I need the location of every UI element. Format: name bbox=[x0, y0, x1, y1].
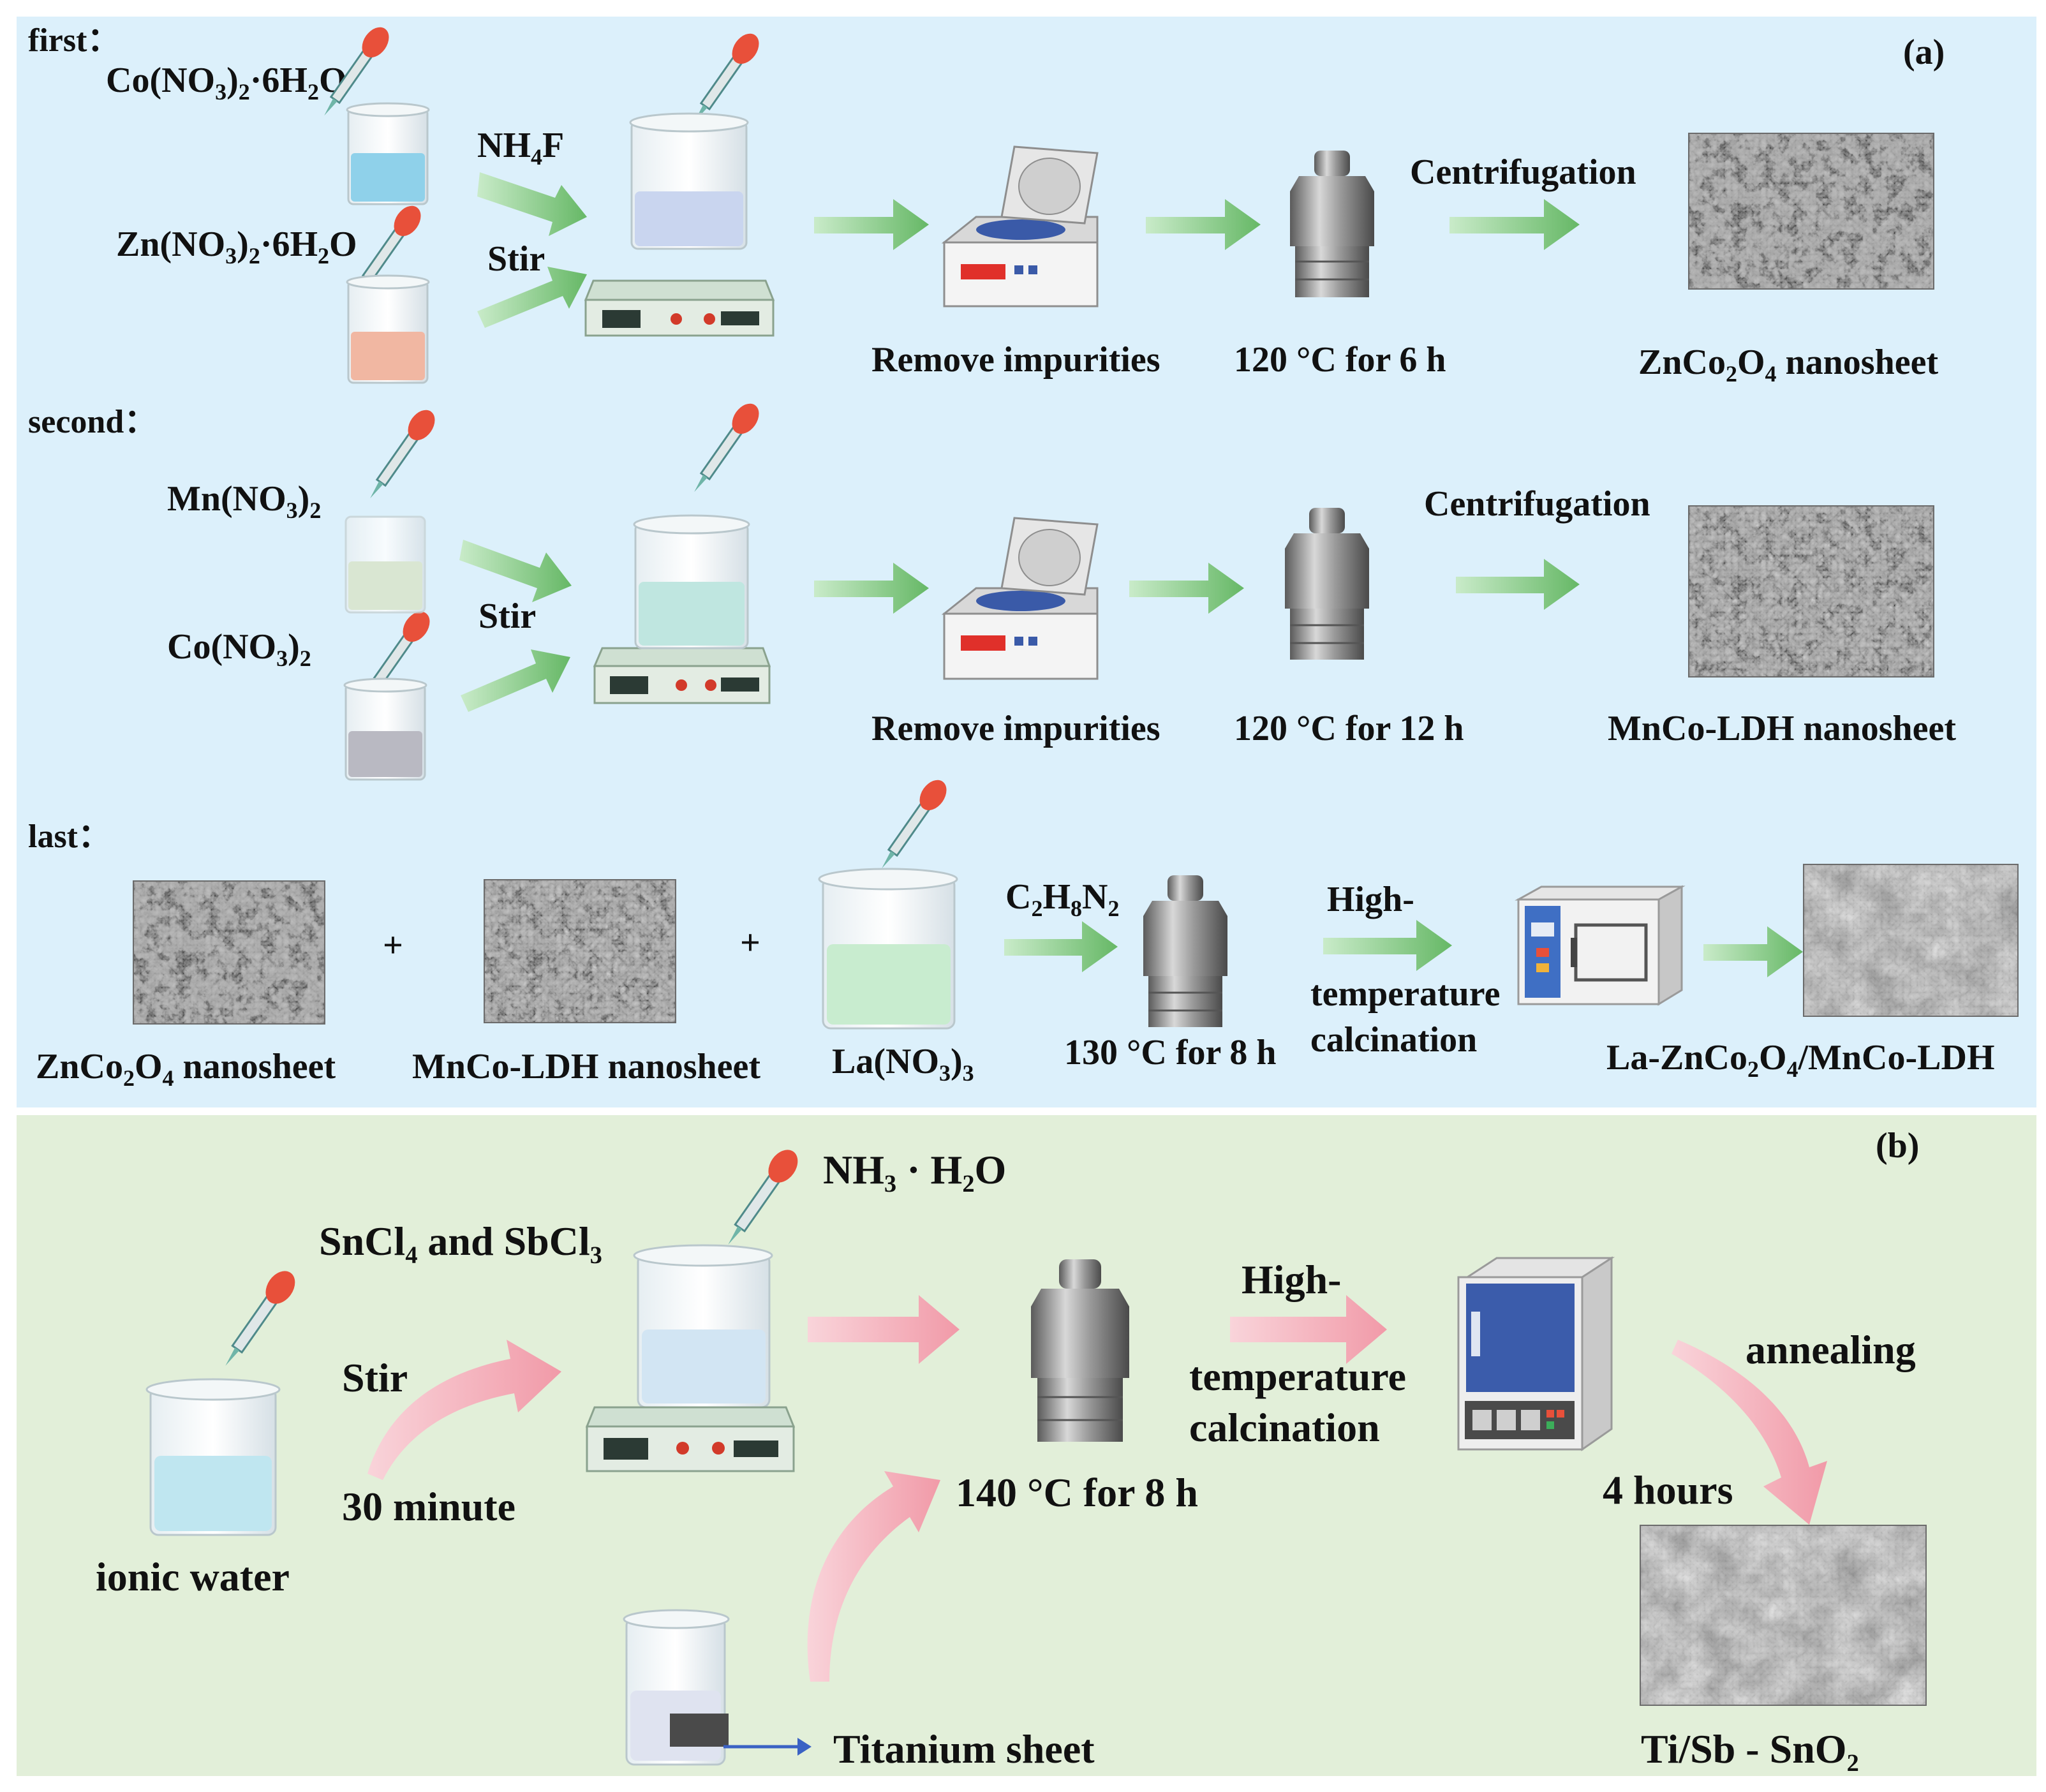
autoclave-icon bbox=[1031, 1259, 1129, 1442]
arrow-icon bbox=[459, 540, 572, 602]
additive-label: NH₃ · H₂O bbox=[823, 1147, 1007, 1192]
second-centrifuge-label: Remove impurities bbox=[871, 709, 1160, 748]
second-autoclave-label: 120 °C for 12 h bbox=[1234, 709, 1464, 748]
arrow-icon bbox=[1456, 559, 1580, 610]
stirrer-icon bbox=[593, 647, 771, 704]
arrow-icon bbox=[477, 267, 587, 328]
arrow-icon bbox=[1004, 921, 1118, 972]
calc-line3: calcination bbox=[1189, 1405, 1380, 1450]
last-autoclave-label: 130 °C for 8 h bbox=[1064, 1033, 1277, 1072]
last-calc-line2: temperature bbox=[1310, 974, 1501, 1014]
sem-micrograph-znco2o4-last bbox=[133, 880, 325, 1025]
last-input3-label: La(NO3)3 bbox=[832, 1042, 974, 1086]
calc-line1: High- bbox=[1242, 1257, 1342, 1302]
curved-arrow-icon bbox=[1672, 1340, 1827, 1525]
beaker-icon bbox=[145, 1378, 281, 1536]
stirrer-icon bbox=[585, 1406, 796, 1472]
second-reagent2-label: Co(NO3)2 bbox=[167, 627, 311, 672]
sem-micrograph-la-composite bbox=[1803, 864, 2019, 1017]
beaker-icon bbox=[629, 112, 749, 250]
second-reagent1-label: Mn(NO3)2 bbox=[167, 479, 322, 524]
start-label: ionic water bbox=[96, 1554, 290, 1599]
arrow-icon bbox=[461, 649, 570, 712]
first-reagent2-label: Zn(NO3)2·6H2O bbox=[116, 225, 357, 269]
beaker-icon bbox=[346, 274, 430, 384]
dropper-icon bbox=[324, 27, 389, 116]
autoclave-icon bbox=[1290, 151, 1374, 297]
beaker-icon bbox=[346, 102, 430, 205]
first-centrifuge-label: Remove impurities bbox=[871, 340, 1160, 380]
second-product-label: MnCo-LDH nanosheet bbox=[1608, 709, 1957, 748]
beaker-icon bbox=[633, 514, 750, 649]
beaker-icon bbox=[345, 515, 426, 614]
centrifuge-icon bbox=[941, 145, 1099, 307]
reagent-label: SnCl₄ and SbCl₃ bbox=[319, 1218, 602, 1264]
autoclave-label: 140 °C for 8 h bbox=[956, 1470, 1198, 1515]
first-additive-label: NH4F bbox=[477, 126, 565, 170]
arrow-icon bbox=[808, 1295, 960, 1364]
dropper-icon bbox=[356, 205, 421, 295]
panel-a-tag: (a) bbox=[1903, 33, 1945, 72]
first-product-label: ZnCo2O4 nanosheet bbox=[1638, 343, 1939, 387]
last-additive-label: C2H8N2 bbox=[1005, 877, 1120, 922]
last-step-label: last： bbox=[28, 818, 112, 855]
second-step-label: second： bbox=[28, 404, 158, 440]
dropper-icon bbox=[694, 403, 759, 492]
autoclave-icon bbox=[1143, 875, 1227, 1027]
anneal-label: annealing bbox=[1746, 1327, 1916, 1372]
arrow-icon bbox=[1129, 563, 1244, 614]
muffle-furnace-icon bbox=[1457, 1256, 1615, 1451]
first-stir-label: Stir bbox=[487, 239, 545, 279]
anneal-time-label: 4 hours bbox=[1603, 1467, 1733, 1513]
arrow-icon bbox=[1323, 920, 1452, 971]
last-plus-1: + bbox=[383, 926, 403, 965]
substrate-label: Titanium sheet bbox=[833, 1726, 1095, 1772]
last-product-label: La-ZnCo2O4/MnCo-LDH bbox=[1606, 1038, 1995, 1083]
dropper-icon bbox=[882, 780, 947, 869]
centrifuge-icon bbox=[941, 517, 1099, 680]
sem-micrograph-znco2o4-first bbox=[1688, 133, 1934, 290]
beaker-icon bbox=[623, 1609, 730, 1766]
arrow-icon bbox=[477, 172, 587, 236]
second-arrow-label: Centrifugation bbox=[1424, 484, 1650, 524]
arrow-icon bbox=[814, 563, 929, 614]
oven-icon bbox=[1515, 885, 1686, 1006]
last-input2-label: MnCo-LDH nanosheet bbox=[412, 1047, 761, 1086]
curved-arrow-icon bbox=[367, 1340, 561, 1480]
stirrer-icon bbox=[584, 279, 775, 337]
arrow-icon bbox=[1703, 926, 1803, 977]
second-stir-label: Stir bbox=[478, 596, 537, 636]
dropper-icon bbox=[225, 1271, 295, 1366]
first-arrow-label: Centrifugation bbox=[1410, 152, 1636, 192]
calc-line2: temperature bbox=[1189, 1354, 1406, 1399]
beaker-icon bbox=[343, 678, 427, 781]
last-calc-line1: High- bbox=[1327, 880, 1414, 919]
last-plus-2: + bbox=[740, 923, 760, 963]
curved-arrow-icon bbox=[807, 1471, 940, 1682]
autoclave-icon bbox=[1285, 508, 1369, 660]
arrow-icon bbox=[1449, 199, 1580, 250]
sem-micrograph-ti-sb-sno2 bbox=[1640, 1525, 1927, 1706]
time-label: 30 minute bbox=[342, 1484, 515, 1529]
dropper-icon bbox=[728, 1150, 798, 1245]
product-label: Ti/Sb - SnO₂ bbox=[1641, 1726, 1859, 1772]
arrow-icon bbox=[1146, 199, 1261, 250]
last-calc-line3: calcination bbox=[1310, 1020, 1478, 1060]
stir-label: Stir bbox=[342, 1355, 408, 1400]
arrow-icon bbox=[814, 199, 929, 250]
sem-micrograph-mnco-ldh-last bbox=[484, 879, 676, 1023]
dropper-icon bbox=[370, 410, 435, 499]
beaker-icon bbox=[818, 868, 958, 1030]
arrow-icon bbox=[1230, 1295, 1387, 1364]
sem-micrograph-mnco-ldh-second bbox=[1688, 505, 1934, 678]
dropper-icon bbox=[694, 33, 759, 122]
beaker-icon bbox=[633, 1244, 773, 1409]
pointer-arrow-icon bbox=[723, 1738, 812, 1756]
last-input1-label: ZnCo2O4 nanosheet bbox=[36, 1047, 336, 1092]
panel-b-tag: (b) bbox=[1876, 1126, 1920, 1166]
first-autoclave-label: 120 °C for 6 h bbox=[1234, 340, 1446, 380]
first-step-label: first： bbox=[28, 22, 121, 59]
